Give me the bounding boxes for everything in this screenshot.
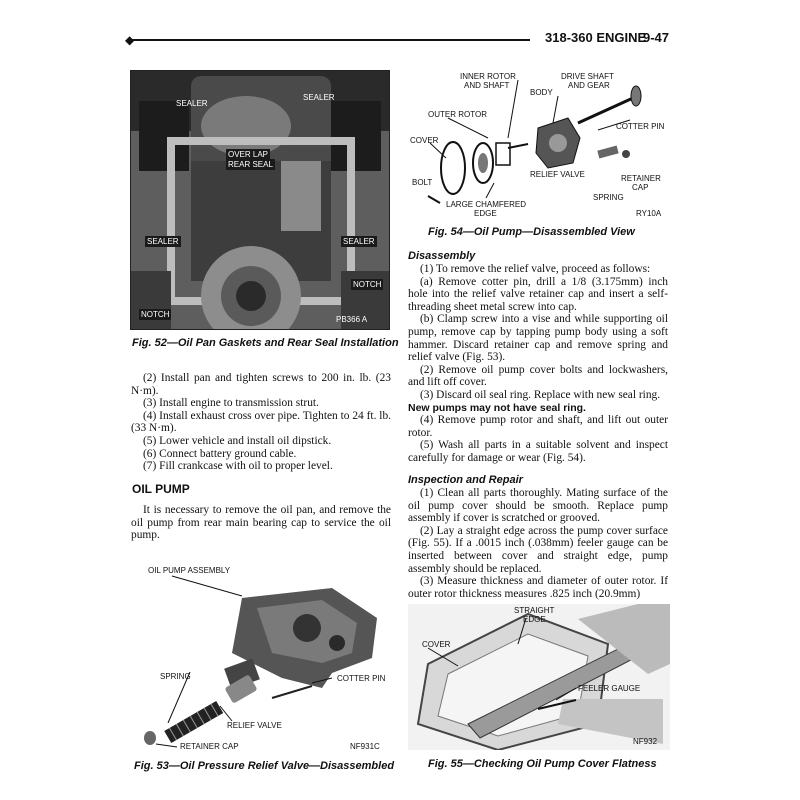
fig55-photo: STRAIGHT EDGE COVER FEELER GAUGE NF932 bbox=[408, 604, 670, 750]
label-edge-55: EDGE bbox=[523, 615, 546, 624]
label-and-gear: AND GEAR bbox=[568, 81, 610, 90]
disassembly-steps: (1) To remove the relief valve, proceed … bbox=[408, 263, 668, 465]
inspection-heading: Inspection and Repair bbox=[408, 474, 523, 486]
disassembly-step-1b: (b) Clamp screw into a vise and while su… bbox=[408, 313, 668, 364]
label-bolt: BOLT bbox=[412, 178, 433, 187]
disassembly-heading: Disassembly bbox=[408, 250, 476, 262]
oil-pump-intro: It is necessary to remove the oil pan, a… bbox=[131, 504, 391, 542]
label-relief-valve: RELIEF VALVE bbox=[227, 721, 282, 730]
fig53-caption: Fig. 53—Oil Pressure Relief Valve—Disass… bbox=[134, 760, 395, 772]
fig55-caption: Fig. 55—Checking Oil Pump Cover Flatness bbox=[428, 758, 657, 770]
relief-valve-drawing bbox=[144, 575, 377, 748]
label-fig54-code: RY10A bbox=[636, 209, 662, 218]
label-spring-54: SPRING bbox=[593, 193, 624, 202]
oil-pump-text: It is necessary to remove the oil pan, a… bbox=[131, 504, 391, 542]
label-sealer-ml: SEALER bbox=[145, 236, 181, 247]
step-2: (2) Install pan and tighten screws to 20… bbox=[131, 372, 391, 397]
fig52-photo: SEALER SEALER OVER LAP REAR SEAL SEALER … bbox=[130, 70, 390, 330]
oil-pump-heading: OIL PUMP bbox=[132, 482, 190, 496]
label-body: BODY bbox=[530, 88, 553, 97]
label-fig53-code: NF931C bbox=[350, 742, 380, 751]
fig54-caption: Fig. 54—Oil Pump—Disassembled View bbox=[428, 226, 635, 238]
installation-steps: (2) Install pan and tighten screws to 20… bbox=[131, 372, 391, 473]
header-diamond: ◆ bbox=[125, 34, 134, 46]
disassembly-step-2: (2) Remove oil pump cover bolts and lock… bbox=[408, 363, 668, 389]
oil-pump-exploded-drawing bbox=[427, 79, 642, 204]
label-large-chamfered: LARGE CHAMFERED bbox=[446, 200, 527, 209]
label-notch-r: NOTCH bbox=[351, 279, 384, 290]
step-3: (3) Install engine to transmission strut… bbox=[143, 397, 319, 410]
label-cotter-pin-54: COTTER PIN bbox=[616, 122, 665, 131]
label-cover-54: COVER bbox=[410, 136, 439, 145]
label-straight: STRAIGHT bbox=[514, 606, 555, 615]
inspection-steps: (1) Clean all parts thoroughly. Mating s… bbox=[408, 487, 668, 600]
label-fig52-code: PB366 A bbox=[336, 315, 368, 324]
label-fig55-code: NF932 bbox=[633, 737, 658, 746]
label-relief-valve-54: RELIEF VALVE bbox=[530, 170, 585, 179]
header-rule bbox=[130, 39, 530, 41]
step-5: (5) Lower vehicle and install oil dipsti… bbox=[143, 434, 332, 447]
inspection-step-1: (1) Clean all parts thoroughly. Mating s… bbox=[408, 487, 668, 525]
label-oil-pump-assembly: OIL PUMP ASSEMBLY bbox=[148, 566, 231, 575]
label-drive-shaft: DRIVE SHAFT bbox=[561, 72, 614, 81]
label-cover-55: COVER bbox=[422, 640, 451, 649]
section-title: 318-360 ENGINE bbox=[545, 30, 647, 45]
disassembly-step-5: (5) Wash all parts in a suitable solvent… bbox=[408, 439, 668, 464]
seal-ring-note: New pumps may not have seal ring. bbox=[408, 401, 586, 414]
disassembly-step-1: (1) To remove the relief valve, proceed … bbox=[420, 263, 651, 275]
label-outer-rotor: OUTER ROTOR bbox=[428, 110, 487, 119]
inspection-step-3: (3) Measure thickness and diameter of ou… bbox=[408, 575, 668, 600]
label-sealer-tl: SEALER bbox=[176, 99, 208, 108]
label-inner-rotor: INNER ROTOR bbox=[460, 72, 516, 81]
label-sealer-tr: SEALER bbox=[303, 93, 335, 102]
fig54-illustration: INNER ROTOR AND SHAFT DRIVE SHAFT AND GE… bbox=[408, 68, 670, 224]
label-cap-54: CAP bbox=[632, 183, 649, 192]
step-4: (4) Install exhaust cross over pipe. Tig… bbox=[131, 409, 391, 435]
label-rear-seal: REAR SEAL bbox=[226, 159, 275, 170]
fig52-caption: Fig. 52—Oil Pan Gaskets and Rear Seal In… bbox=[132, 337, 399, 349]
label-feeler-gauge: FEELER GAUGE bbox=[578, 684, 641, 693]
fig53-illustration: OIL PUMP ASSEMBLY SPRING COTTER PIN RELI… bbox=[132, 558, 394, 754]
label-retainer-cap: RETAINER CAP bbox=[180, 742, 239, 751]
step-6: (6) Connect battery ground cable. bbox=[143, 447, 297, 460]
label-sealer-mr: SEALER bbox=[341, 236, 377, 247]
engine-block-illustration bbox=[131, 71, 389, 329]
label-and-shaft: AND SHAFT bbox=[464, 81, 510, 90]
label-cotter-pin: COTTER PIN bbox=[337, 674, 386, 683]
label-overlap: OVER LAP bbox=[226, 149, 271, 160]
disassembly-step-4: (4) Remove pump rotor and shaft, and lif… bbox=[408, 414, 668, 439]
disassembly-step-1a: (a) Remove cotter pin, drill a 1/8 (3.17… bbox=[408, 275, 668, 313]
inspection-step-2: (2) Lay a straight edge across the pump … bbox=[408, 524, 668, 575]
step-7: (7) Fill crankcase with oil to proper le… bbox=[143, 460, 333, 473]
cover-flatness-drawing bbox=[416, 604, 670, 750]
label-edge: EDGE bbox=[474, 209, 497, 218]
label-retainer-54: RETAINER bbox=[621, 174, 661, 183]
page-number: 9-47 bbox=[643, 30, 670, 45]
label-notch-l: NOTCH bbox=[139, 309, 172, 320]
label-spring: SPRING bbox=[160, 672, 191, 681]
disassembly-step-3: (3) Discard oil seal ring. Replace with … bbox=[420, 388, 661, 401]
